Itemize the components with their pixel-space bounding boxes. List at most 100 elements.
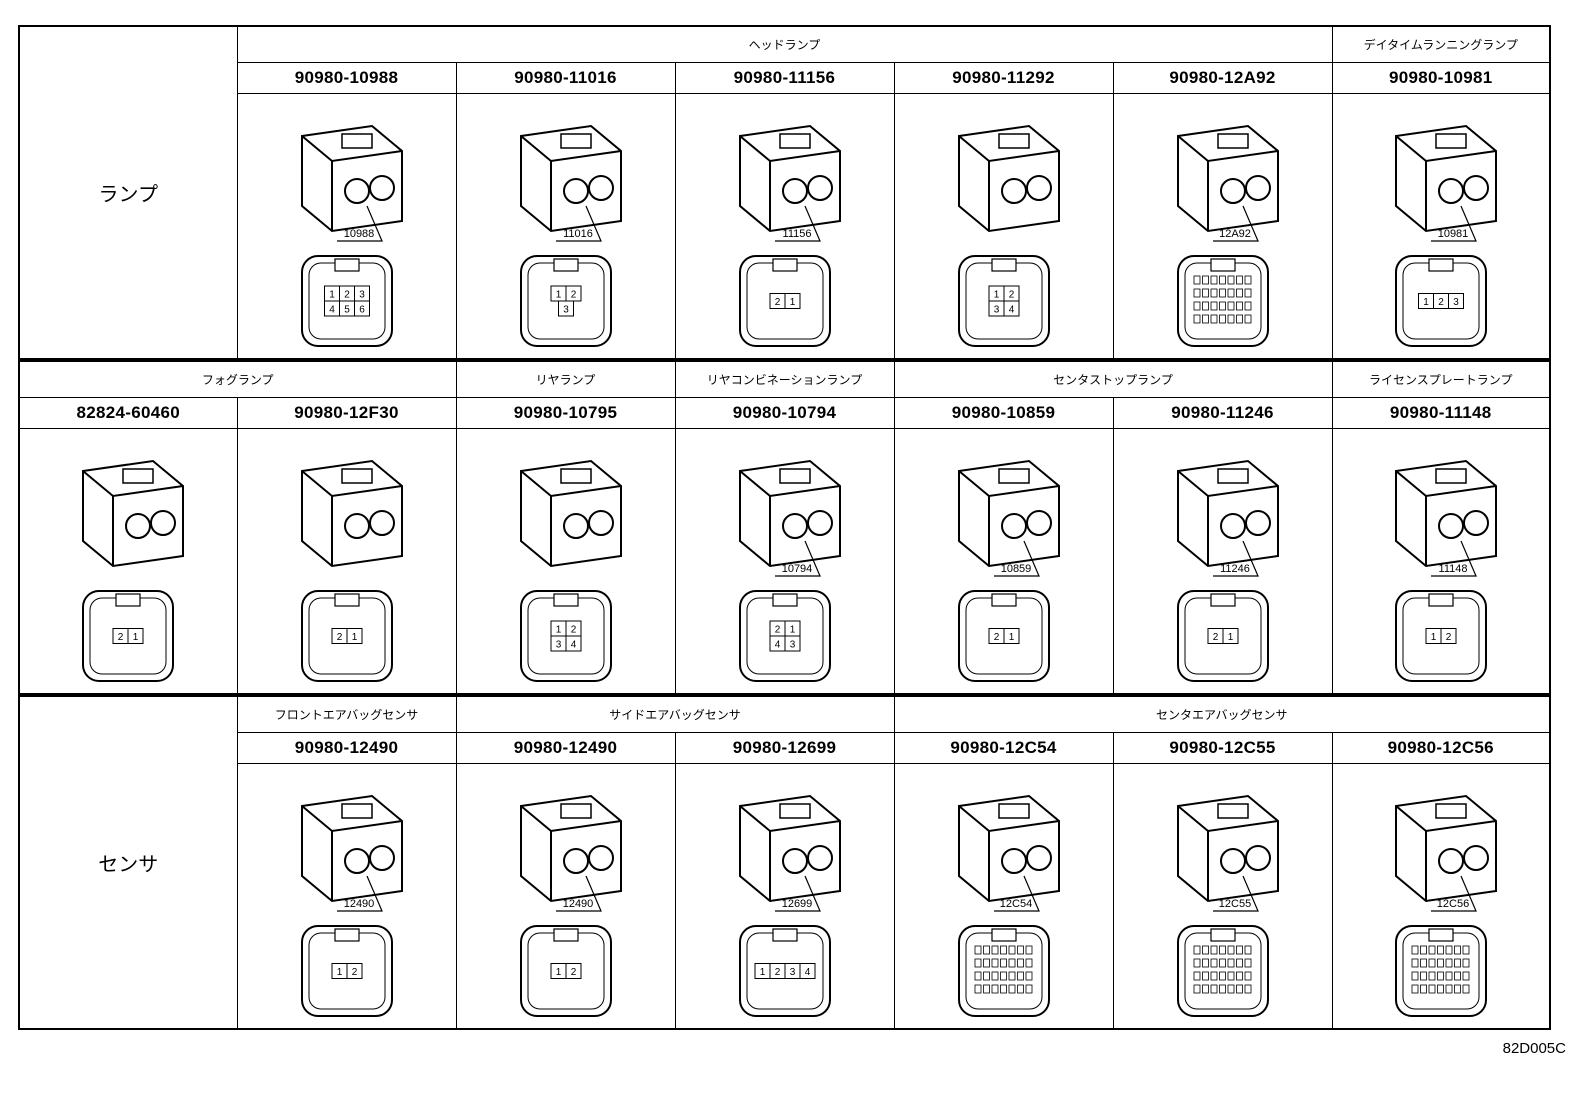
part-number: 90980-11156 <box>674 62 895 94</box>
connector-3d-view <box>300 794 403 903</box>
pin-number: 2 <box>570 967 576 978</box>
pin-cell: 3 <box>550 635 566 652</box>
pin-number: 1 <box>329 290 335 301</box>
callout-leader-line <box>774 540 821 577</box>
part-number: 82824-60460 <box>18 397 238 429</box>
pin-number: 3 <box>789 640 795 651</box>
pin-number: 1 <box>133 632 139 643</box>
pin-cell: 4 <box>1003 300 1019 317</box>
multi-pin-grid <box>1193 275 1251 324</box>
group-header-row: ランプヘッドランプデイタイムランニングランプ <box>18 25 1551 361</box>
connector-3d-view <box>519 459 622 568</box>
pin-number: 6 <box>359 305 365 316</box>
pin-number: 5 <box>344 305 350 316</box>
pin-number: 1 <box>555 967 561 978</box>
pin-number: 1 <box>1227 632 1233 643</box>
pin-number: 1 <box>1423 297 1429 308</box>
part-number: 90980-11148 <box>1331 397 1551 429</box>
pin-number: 3 <box>1453 297 1459 308</box>
pin-cell: 4 <box>323 300 340 317</box>
pin-number: 1 <box>789 297 795 308</box>
pin-cell: 1 <box>323 285 340 302</box>
part-number: 90980-12C54 <box>893 732 1114 764</box>
pin-cell: 1 <box>1417 293 1434 309</box>
pin-cell: 5 <box>338 300 355 317</box>
application-header: フォグランプ <box>18 358 457 398</box>
application-header: リヤコンビネーションランプ <box>674 358 895 398</box>
pin-cell: 4 <box>565 635 581 652</box>
connector-3d-view <box>957 124 1060 233</box>
connector-callout-label: 12C56 <box>1437 898 1469 910</box>
pin-number: 1 <box>789 625 795 636</box>
pin-cell: 2 <box>565 285 581 302</box>
connector-front-view <box>957 925 1050 1017</box>
connector-3d-view <box>82 459 185 568</box>
connector-callout-label: 12490 <box>562 898 593 910</box>
application-header: センタストップランプ <box>893 358 1333 398</box>
pin-number: 2 <box>351 967 357 978</box>
pin-cell: 2 <box>988 628 1004 644</box>
part-number: 90980-12490 <box>236 732 457 764</box>
group-header-row: センサフロントエアバッグセンササイドエアバッグセンサセンタエアバッグセンサ <box>18 693 1551 1030</box>
connector-callout-label: 12490 <box>343 898 374 910</box>
part-number: 90980-10859 <box>893 397 1114 429</box>
multi-pin-grid <box>974 945 1032 994</box>
pin-cell: 3 <box>784 963 800 979</box>
connector-front-view <box>1176 925 1269 1017</box>
pin-cell: 2 <box>769 620 785 637</box>
pin-cell: 1 <box>1425 628 1442 644</box>
callout-leader-line <box>1212 875 1259 912</box>
category-label: センサ <box>18 693 238 1030</box>
connector-3d-view <box>1176 124 1279 233</box>
pin-number: 2 <box>344 290 350 301</box>
figure-id: 82D005C <box>1502 1040 1566 1057</box>
callout-leader-line <box>993 875 1040 912</box>
connector-callout-label: 10859 <box>1000 563 1031 575</box>
pin-cell: 1 <box>550 285 566 302</box>
callout-leader-line <box>1430 205 1477 242</box>
pin-cell: 1 <box>784 293 800 309</box>
pin-cell: 1 <box>1003 628 1019 644</box>
pin-number: 3 <box>555 640 561 651</box>
pin-number: 1 <box>1008 632 1014 643</box>
connector-callout-label: 10981 <box>1437 228 1468 240</box>
pin-cell: 2 <box>112 628 129 644</box>
group-header-row: フォグランプリヤランプリヤコンビネーションランプセンタストップランプライセンスプ… <box>18 358 1551 398</box>
pin-number: 2 <box>1212 632 1218 643</box>
pin-cell: 4 <box>799 963 815 979</box>
pin-cell: 2 <box>1432 293 1449 309</box>
connector-3d-view <box>738 794 841 903</box>
connector-3d-view <box>519 794 622 903</box>
connector-image-cell: 12C55 <box>1112 763 1333 1030</box>
connector-callout-label: 11148 <box>1438 563 1467 575</box>
connector-3d-view <box>519 124 622 233</box>
pin-cell: 1 <box>754 963 770 979</box>
application-header: ライセンスプレートランプ <box>1331 358 1551 398</box>
multi-pin-grid <box>1193 945 1251 994</box>
callout-leader-line <box>336 875 383 912</box>
part-number: 90980-12490 <box>455 732 676 764</box>
application-header: デイタイムランニングランプ <box>1331 25 1551 63</box>
pin-cell: 3 <box>784 635 800 652</box>
